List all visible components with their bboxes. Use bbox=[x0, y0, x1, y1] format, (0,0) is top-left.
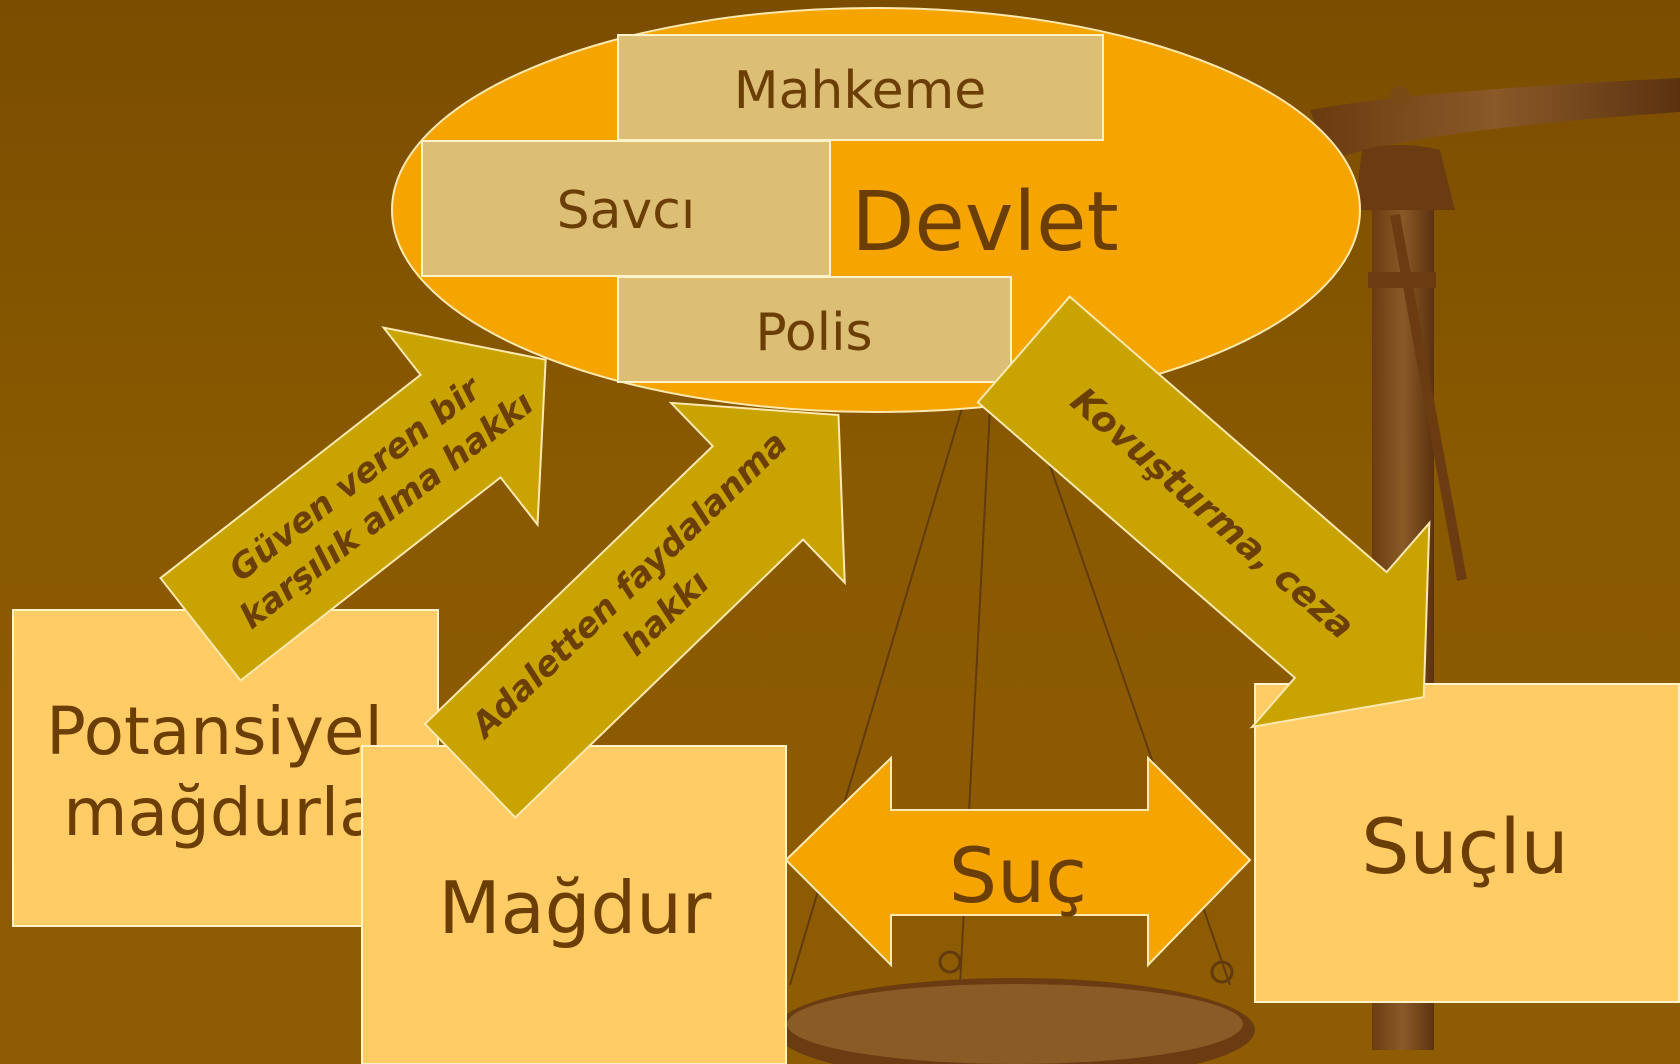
court-box bbox=[617, 34, 1104, 141]
crime-double-arrow bbox=[784, 755, 1252, 968]
potential-victims-line-2: mağdurlar bbox=[63, 774, 407, 851]
victim-label: Mağdur bbox=[439, 866, 712, 950]
potential-victims-line-1: Potansiyel bbox=[46, 693, 383, 770]
offender-label: Suçlu bbox=[1361, 802, 1568, 891]
prosecutor-box bbox=[421, 140, 831, 277]
prosecutor-label: Savcı bbox=[557, 181, 696, 241]
crime-label: Suç bbox=[949, 831, 1087, 920]
victim-box bbox=[361, 745, 787, 1064]
potential-victims-label: Potansiyel mağdurlar bbox=[46, 693, 407, 851]
court-label: Mahkeme bbox=[734, 61, 987, 121]
police-label: Polis bbox=[755, 303, 872, 363]
police-box bbox=[617, 276, 1012, 383]
state-label: Devlet bbox=[851, 175, 1119, 270]
offender-box bbox=[1254, 683, 1680, 1003]
